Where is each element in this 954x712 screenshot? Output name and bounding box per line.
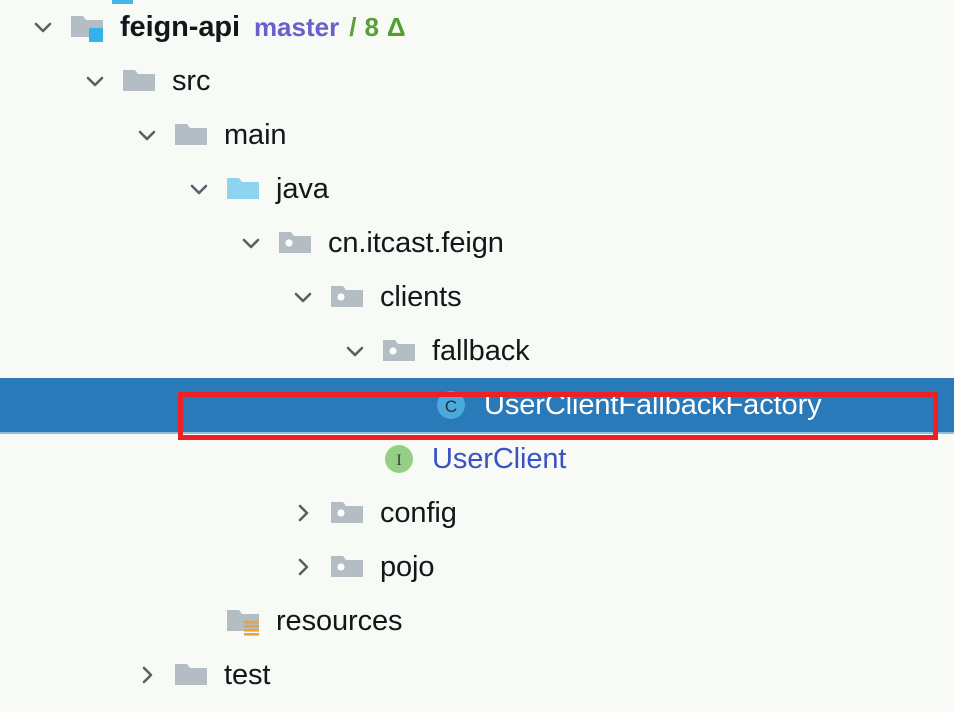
chevron-right-icon[interactable] (132, 660, 162, 690)
chevron-down-icon[interactable] (184, 174, 214, 204)
java-interface-icon: I (382, 442, 422, 476)
tree-row-label: config (380, 496, 457, 529)
folder-icon (122, 64, 162, 98)
tree-row-resources[interactable]: resources (0, 594, 954, 648)
tree-chevron-placeholder (184, 606, 214, 636)
vcs-branch-label: master (253, 11, 340, 42)
tree-row-label: java (276, 172, 329, 205)
vcs-separator: / (349, 11, 357, 42)
chevron-down-icon[interactable] (28, 12, 58, 42)
package-icon (382, 334, 422, 368)
vcs-change-count: 8 (364, 11, 379, 42)
package-icon (330, 280, 370, 314)
tree-row-pojo[interactable]: pojo (0, 540, 954, 594)
svg-text:I: I (396, 452, 401, 469)
tree-row-test[interactable]: test (0, 648, 954, 702)
chevron-down-icon[interactable] (288, 282, 318, 312)
tree-row-main[interactable]: main (0, 108, 954, 162)
tree-row-userclientfallbackfactory[interactable]: C UserClientFallbackFactory (0, 378, 954, 434)
selection-underline (0, 432, 954, 434)
java-class-icon: C (434, 388, 474, 422)
svg-text:C: C (445, 397, 457, 416)
tree-row-userclient[interactable]: I UserClient (0, 432, 954, 486)
package-icon (278, 226, 318, 260)
tree-row-label: feign-api (120, 10, 240, 43)
tree-row-label: src (172, 64, 211, 97)
tree-row-clients[interactable]: clients (0, 270, 954, 324)
vcs-delta-icon: Δ (386, 11, 406, 42)
source-root-folder-icon (226, 172, 266, 206)
chevron-down-icon[interactable] (80, 66, 110, 96)
tree-row-cn-itcast-feign[interactable]: cn.itcast.feign (0, 216, 954, 270)
package-icon (330, 496, 370, 530)
folder-icon (174, 658, 214, 692)
tree-chevron-placeholder (392, 390, 422, 420)
package-icon (330, 550, 370, 584)
tree-row-label: UserClient (432, 442, 567, 475)
tree-row-label: resources (276, 604, 403, 637)
tree-row-config[interactable]: config (0, 486, 954, 540)
chevron-right-icon[interactable] (288, 552, 318, 582)
tree-row-label: UserClientFallbackFactory (484, 388, 822, 421)
folder-icon (174, 118, 214, 152)
resource-root-folder-icon (226, 604, 266, 638)
tree-row-fallback[interactable]: fallback (0, 324, 954, 378)
tree-row-label: clients (380, 280, 462, 313)
chevron-right-icon[interactable] (288, 498, 318, 528)
tree-chevron-placeholder (340, 444, 370, 474)
chevron-down-icon[interactable] (340, 336, 370, 366)
tree-row-label: test (224, 658, 271, 691)
tree-row-label: fallback (432, 334, 530, 367)
tree-row-src[interactable]: src (0, 54, 954, 108)
chevron-down-icon[interactable] (132, 120, 162, 150)
top-cutoff-fragment (112, 0, 133, 4)
chevron-down-icon[interactable] (236, 228, 266, 258)
tree-row-label: pojo (380, 550, 435, 583)
tree-row-label: cn.itcast.feign (328, 226, 504, 259)
module-folder-icon (70, 10, 110, 44)
tree-row-label: main (224, 118, 287, 151)
tree-row-java[interactable]: java (0, 162, 954, 216)
